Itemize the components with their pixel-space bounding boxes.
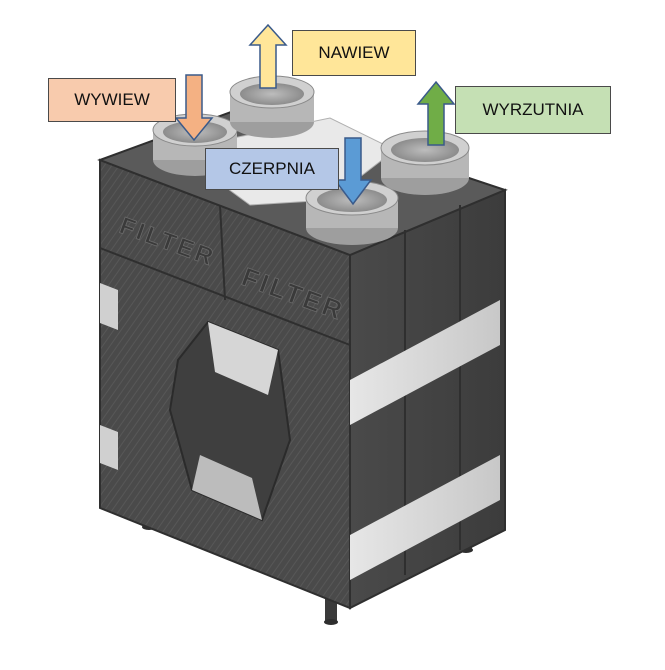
duct-wyrzutnia: [380, 130, 470, 195]
czerpnia-label: CZERPNIA: [205, 148, 339, 190]
side-band-lower: [350, 455, 500, 580]
unit-body: [97, 103, 508, 610]
wyrzutnia-label: WYRZUTNIA: [455, 86, 611, 134]
side-band-upper: [350, 300, 500, 425]
wywiew-arrow-down: [174, 74, 214, 142]
wywiew-label: WYWIEW: [48, 78, 176, 122]
duct-nawiew: [229, 75, 315, 138]
nawiew-label: NAWIEW: [292, 30, 416, 76]
czerpnia-arrow-down: [333, 137, 373, 206]
wyrzutnia-arrow-up: [416, 80, 456, 146]
nawiew-arrow-up: [248, 23, 288, 89]
